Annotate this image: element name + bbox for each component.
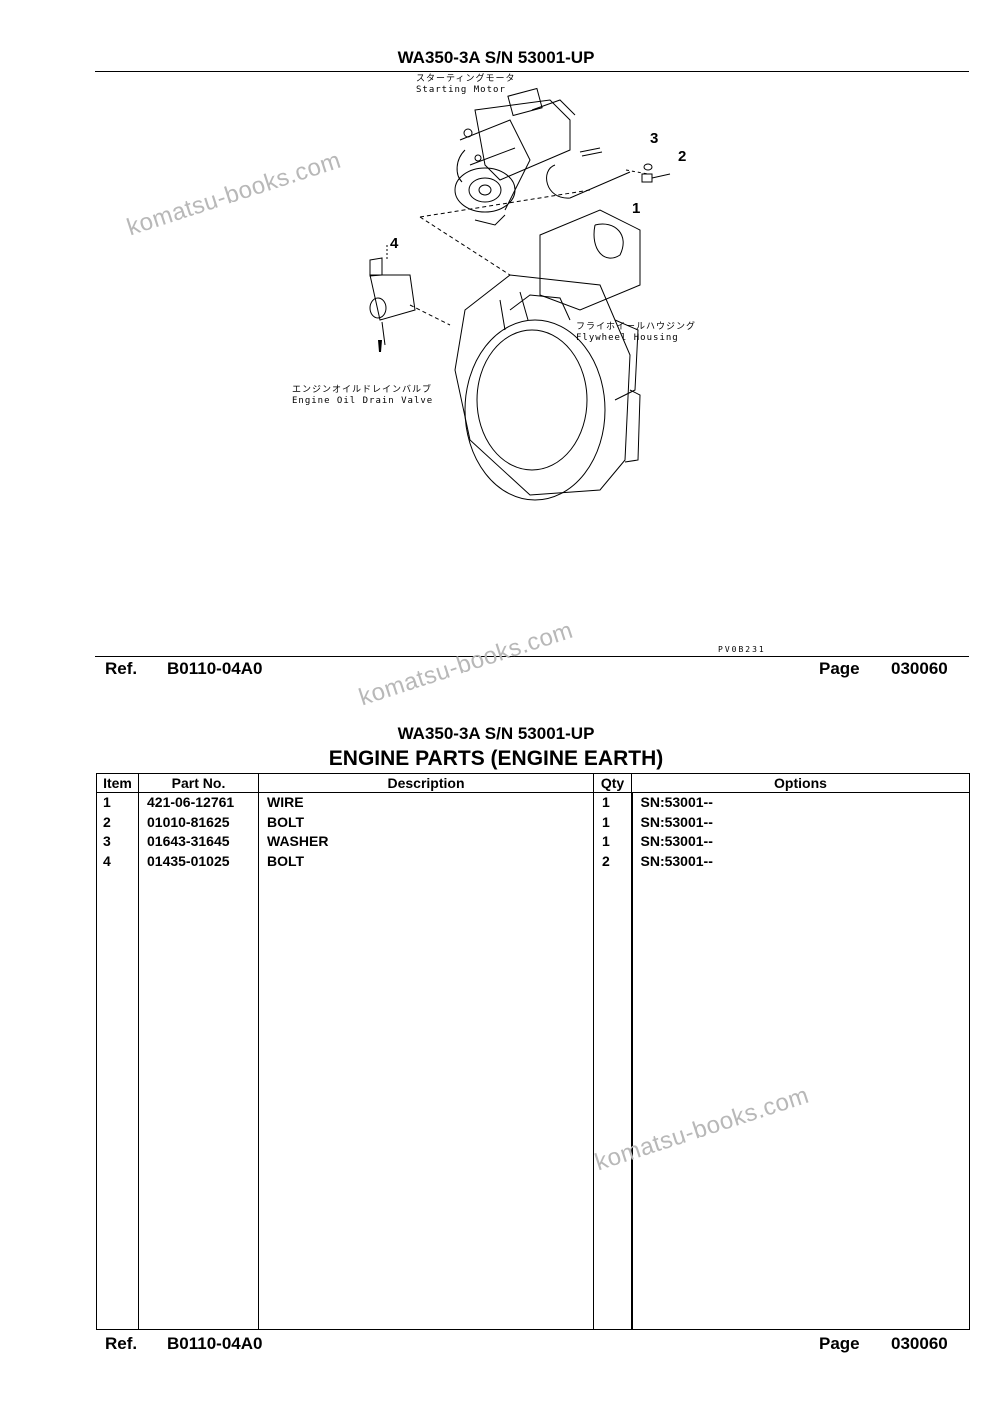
sheet1-bottom-rule [95, 656, 969, 657]
cell-qty: 1 [593, 792, 633, 813]
table-row: 3 01643-31645 WASHER 1 SN:53001-- [96, 832, 970, 852]
cell-options: SN:53001-- [631, 851, 970, 871]
cell-description: WIRE [258, 792, 594, 813]
cell-description: BOLT [258, 851, 594, 871]
sheet1-page-label: Page [819, 659, 860, 678]
sheet1-ref-label: Ref. [105, 659, 138, 678]
drain-valve-illustration [369, 274, 416, 321]
table-header-row: Item Part No. Description Qty Options [96, 773, 970, 793]
starting-motor-en: Starting Motor [416, 85, 506, 95]
drain-valve-label: エンジンオイルドレインバルブ Engine Oil Drain Valve [292, 385, 433, 407]
flywheel-housing-label: フライホイールハウジング Flywheel Housing [576, 322, 696, 344]
cell-item: 2 [96, 812, 139, 832]
sheet1-ref-value: B0110-04A0 [167, 659, 263, 678]
drawing-code: PV0B231 [718, 645, 766, 654]
cell-item: 4 [96, 851, 139, 871]
table-row: 4 01435-01025 BOLT 2 SN:53001-- [96, 851, 970, 871]
cell-part-no: 421-06-12761 [138, 792, 259, 813]
callout-4: 4 [390, 235, 399, 252]
cell-part-no: 01435-01025 [138, 851, 259, 871]
starting-motor-illustration [454, 87, 576, 226]
col-qty: Qty [593, 773, 632, 793]
sheet2-heading: ENGINE PARTS (ENGINE EARTH) [328, 747, 664, 770]
cell-qty: 1 [593, 812, 633, 832]
cell-qty: 1 [593, 832, 633, 852]
flywheel-en: Flywheel Housing [576, 333, 679, 343]
starting-motor-label: スターティングモータ Starting Motor [416, 74, 515, 96]
sheet2-page-value: 030060 [891, 1334, 948, 1353]
drain-valve-jp: エンジンオイルドレインバルブ [292, 385, 433, 395]
cell-part-no: 01643-31645 [138, 832, 259, 852]
sheet2-ref-value: B0110-04A0 [167, 1334, 263, 1353]
sheet1-title: WA350-3A S/N 53001-UP [397, 48, 595, 67]
flywheel-housing-illustration [454, 274, 631, 496]
wire-illustration [546, 164, 631, 199]
cell-item: 3 [96, 832, 139, 852]
cell-options: SN:53001-- [631, 832, 970, 852]
cell-description: BOLT [258, 812, 594, 832]
cell-description: WASHER [258, 832, 594, 852]
callout-2: 2 [678, 148, 687, 165]
starting-motor-jp: スターティングモータ [416, 74, 516, 84]
watermark-2: komatsu-books.com [355, 616, 577, 712]
col-part-no: Part No. [138, 773, 259, 793]
col-options: Options [631, 773, 970, 793]
sheet2-page-label: Page [819, 1334, 860, 1353]
sheet1-top-rule [95, 71, 969, 72]
table-row: 2 01010-81625 BOLT 1 SN:53001-- [96, 812, 970, 832]
callout-1: 1 [632, 200, 641, 217]
col-item: Item [96, 773, 139, 793]
cell-options: SN:53001-- [631, 812, 970, 832]
exploded-parts-drawing [369, 87, 671, 501]
drain-valve-en: Engine Oil Drain Valve [292, 396, 434, 406]
table-row: 1 421-06-12761 WIRE 1 SN:53001-- [96, 792, 970, 813]
table-filler-row [96, 871, 970, 1330]
sheet2-title: WA350-3A S/N 53001-UP [397, 724, 595, 743]
parts-table: Item Part No. Description Qty Options 1 … [96, 773, 970, 1330]
cell-item: 1 [96, 792, 139, 813]
cell-options: SN:53001-- [631, 792, 970, 813]
sheet1-page-value: 030060 [891, 659, 948, 678]
sheet2-ref-label: Ref. [105, 1334, 138, 1353]
flywheel-jp: フライホイールハウジング [576, 322, 697, 332]
callout-3: 3 [650, 130, 659, 147]
cell-part-no: 01010-81625 [138, 812, 259, 832]
col-description: Description [258, 773, 594, 793]
cell-qty: 2 [593, 851, 633, 871]
